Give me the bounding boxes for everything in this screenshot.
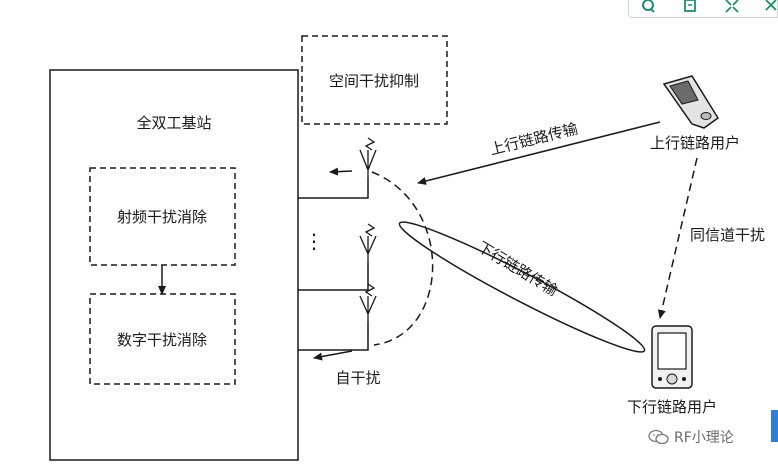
uplink-user-phone-icon bbox=[662, 75, 720, 129]
base-station-box bbox=[49, 69, 299, 461]
self-interference-arrow-top bbox=[329, 167, 353, 176]
antenna-feed-lines bbox=[298, 178, 369, 351]
downlink-beam bbox=[398, 221, 646, 353]
self-interference-arc bbox=[371, 171, 434, 346]
cochannel-interference-arrow bbox=[657, 157, 698, 319]
antenna-icon bbox=[359, 137, 377, 178]
rf-cancel-label: 射频干扰消除 bbox=[117, 208, 207, 226]
copy-icon[interactable] bbox=[681, 0, 699, 14]
downlink-user-device-icon bbox=[651, 325, 693, 389]
downlink-user-label: 下行链路用户 bbox=[627, 398, 717, 416]
uplink-tx-label: 上行链路传输 bbox=[488, 120, 580, 159]
digital-cancel-box bbox=[89, 293, 236, 385]
wechat-icon bbox=[648, 429, 669, 445]
digital-cancel-label: 数字干扰消除 bbox=[117, 331, 207, 349]
antenna-icon bbox=[359, 283, 377, 322]
base-station-label: 全双工基站 bbox=[136, 114, 211, 132]
image-toolbar bbox=[628, 0, 778, 18]
search-icon[interactable] bbox=[639, 0, 657, 14]
antenna-icon bbox=[359, 223, 377, 262]
downlink-tx-label: 下行链路传输 bbox=[474, 238, 560, 300]
self-interference-arrow-bottom bbox=[313, 350, 353, 361]
watermark: RF小理论 bbox=[648, 427, 734, 447]
right-edge-strip bbox=[771, 410, 778, 442]
spatial-suppress-box bbox=[301, 35, 448, 125]
close-icon[interactable] bbox=[763, 0, 778, 14]
antenna-ellipsis: ⋮ bbox=[304, 229, 324, 253]
uplink-user-label: 上行链路用户 bbox=[650, 134, 740, 152]
watermark-text: RF小理论 bbox=[674, 430, 734, 446]
cochannel-label: 同信道干扰 bbox=[690, 226, 765, 244]
uplink-arrow bbox=[417, 121, 661, 185]
expand-icon[interactable] bbox=[723, 0, 741, 14]
self-interference-label: 自干扰 bbox=[335, 369, 380, 387]
spatial-suppress-label: 空间干扰抑制 bbox=[329, 72, 419, 90]
